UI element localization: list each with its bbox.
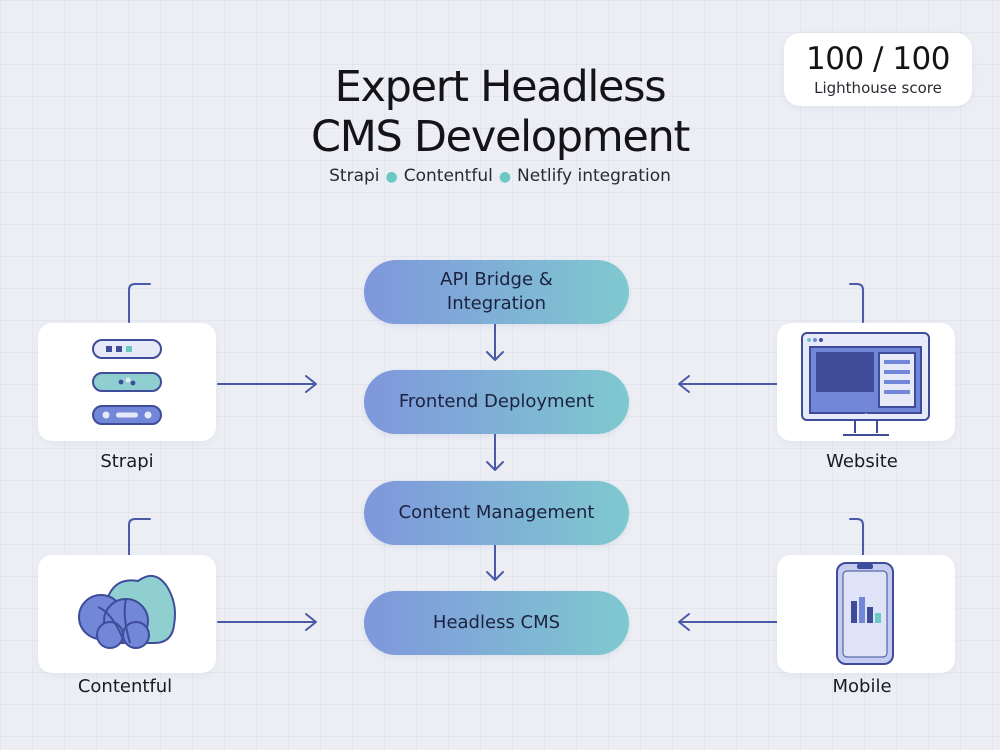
title-line-2: CMS Development: [310, 112, 690, 162]
subtitle-item-netlify: Netlify integration: [517, 166, 671, 186]
output-card-mobile: [777, 555, 955, 673]
score-value: 100 / 100: [806, 41, 951, 77]
title-line-1: Expert Headless: [334, 62, 667, 112]
arrow-contentful-right-icon: [217, 613, 317, 631]
connector-contentful-top: [128, 518, 151, 556]
arrow-website-left-icon: [678, 375, 778, 393]
output-label-mobile: Mobile: [832, 676, 892, 697]
output-label-website: Website: [826, 451, 898, 472]
smartphone-icon: [836, 562, 894, 665]
server-stack-icon: [92, 339, 162, 425]
arrow-strapi-right-icon: [217, 375, 317, 393]
pipeline-step-headless-cms: Headless CMS: [364, 591, 629, 655]
score-label: Lighthouse score: [814, 79, 942, 97]
subtitle: Strapi ● Contentful ● Netlify integration: [0, 166, 1000, 186]
bullet-dot-icon: ●: [498, 169, 512, 185]
arrow-down-icon: [486, 323, 504, 361]
source-card-strapi: [38, 323, 216, 441]
source-label-strapi: Strapi: [100, 451, 154, 472]
arrow-down-icon: [486, 433, 504, 471]
cloud-icon: [78, 574, 176, 649]
connector-website-top: [849, 283, 864, 323]
pipeline-step-api-bridge: API Bridge & Integration: [364, 260, 629, 324]
pipeline-step-frontend-deployment: Frontend Deployment: [364, 370, 629, 434]
pipeline-step-content-management: Content Management: [364, 481, 629, 545]
arrow-mobile-left-icon: [678, 613, 778, 631]
monitor-icon: [801, 332, 930, 436]
arrow-down-icon: [486, 544, 504, 581]
source-card-contentful: [38, 555, 216, 673]
page-title: Expert Headless CMS Development: [0, 62, 1000, 162]
connector-mobile-top: [849, 518, 864, 556]
source-label-contentful: Contentful: [77, 676, 173, 697]
lighthouse-score-badge: 100 / 100 Lighthouse score: [784, 33, 972, 106]
subtitle-item-contentful: Contentful: [403, 166, 493, 186]
connector-strapi-top: [128, 283, 151, 323]
bullet-dot-icon: ●: [385, 169, 398, 185]
subtitle-item-strapi: Strapi: [329, 166, 380, 186]
output-card-website: [777, 323, 955, 441]
